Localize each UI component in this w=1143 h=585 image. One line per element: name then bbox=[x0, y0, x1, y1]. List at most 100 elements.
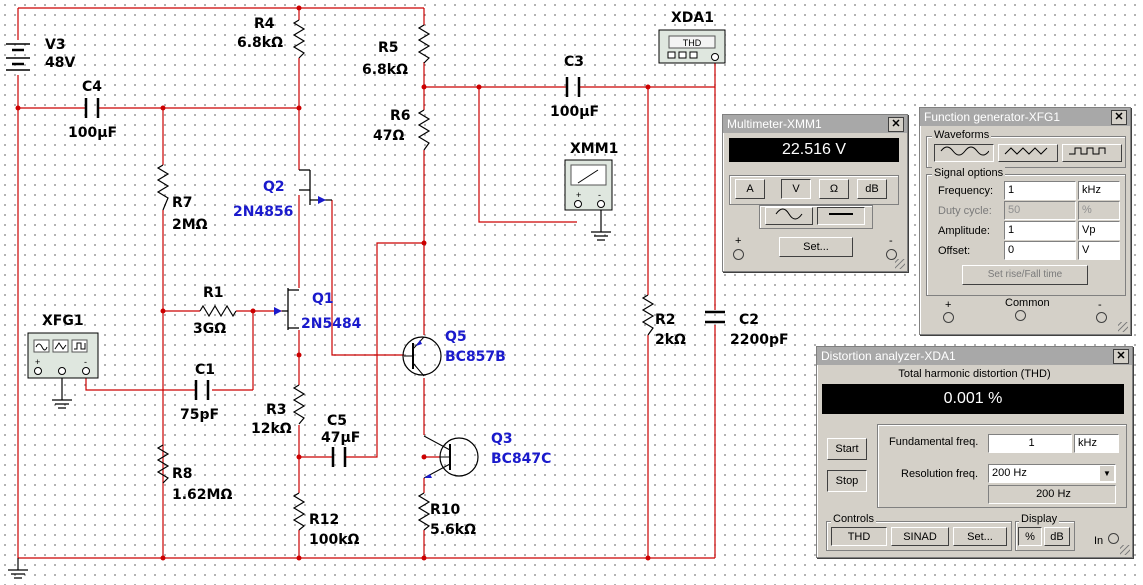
function-generator-window[interactable]: Function generator-XFG1 ✕ Waveforms Sign… bbox=[919, 107, 1131, 335]
sine-wave-icon bbox=[775, 208, 803, 220]
input-terminal[interactable] bbox=[1108, 533, 1119, 544]
distortion-title-bar[interactable]: Distortion analyzer-XDA1 ✕ bbox=[817, 347, 1132, 365]
resize-grip-icon[interactable] bbox=[1118, 322, 1128, 332]
xmm1-instrument[interactable]: +- bbox=[564, 159, 613, 211]
resistor-r3 bbox=[292, 384, 306, 425]
triangle-wave-button[interactable] bbox=[998, 144, 1058, 162]
label-q3-ref: Q3 bbox=[491, 431, 513, 447]
svg-text:+: + bbox=[576, 190, 581, 200]
resistor-r12 bbox=[292, 492, 306, 531]
label-q5-value: BC857B bbox=[445, 349, 506, 365]
multimeter-minus-label: - bbox=[889, 235, 893, 247]
label-q1-ref: Q1 bbox=[312, 291, 334, 307]
start-button[interactable]: Start bbox=[827, 438, 867, 460]
set-rise-fall-button[interactable]: Set rise/Fall time bbox=[962, 265, 1088, 285]
label-q3-value: BC847C bbox=[491, 451, 551, 467]
label-r4-value: 6.8kΩ bbox=[237, 35, 283, 51]
offset-input[interactable]: 0 bbox=[1004, 241, 1076, 260]
label-q5-ref: Q5 bbox=[445, 329, 467, 345]
resistor-r2 bbox=[641, 294, 655, 336]
resize-grip-icon[interactable] bbox=[895, 259, 905, 269]
label-r6-ref: R6 bbox=[390, 108, 411, 124]
amplitude-input[interactable]: 1 bbox=[1004, 221, 1076, 240]
db-button[interactable]: dB bbox=[1044, 527, 1070, 546]
frequency-label: Frequency: bbox=[938, 185, 994, 197]
mode-button-v[interactable]: V bbox=[781, 179, 811, 199]
resolution-freq-select[interactable]: 200 Hz ▼ bbox=[988, 464, 1116, 483]
label-c2-value: 2200pF bbox=[730, 332, 789, 348]
square-wave-button[interactable] bbox=[1062, 144, 1122, 162]
label-r3-ref: R3 bbox=[266, 402, 287, 418]
multimeter-plus-terminal[interactable] bbox=[733, 249, 744, 260]
distortion-close-button[interactable]: ✕ bbox=[1113, 349, 1129, 364]
frequency-input[interactable]: 1 bbox=[1004, 181, 1076, 200]
label-r5-ref: R5 bbox=[378, 40, 399, 56]
multimeter-minus-terminal[interactable] bbox=[886, 249, 897, 260]
amplitude-unit[interactable]: Vp bbox=[1078, 221, 1120, 240]
label-c2-ref: C2 bbox=[739, 312, 759, 328]
multimeter-window[interactable]: Multimeter-XMM1 ✕ 22.516 V A V Ω dB Set.… bbox=[722, 114, 908, 272]
funcgen-plus-terminal[interactable] bbox=[943, 312, 954, 323]
resistor-r4 bbox=[292, 19, 306, 59]
resize-grip-icon[interactable] bbox=[1120, 545, 1130, 555]
xda1-instrument[interactable]: THD bbox=[658, 29, 726, 64]
funcgen-plus-label: + bbox=[945, 299, 952, 311]
label-r6-value: 47Ω bbox=[373, 128, 404, 144]
funcgen-common-terminal[interactable] bbox=[1015, 310, 1026, 321]
label-c3-value: 100µF bbox=[550, 104, 599, 120]
capacitor-c4 bbox=[84, 98, 100, 118]
label-xda1: XDA1 bbox=[671, 10, 714, 26]
wires bbox=[17, 7, 716, 559]
bjt-q3 bbox=[423, 435, 479, 479]
resistor-r6 bbox=[417, 109, 431, 151]
distortion-analyzer-window[interactable]: Distortion analyzer-XDA1 ✕ Total harmoni… bbox=[816, 346, 1133, 558]
controls-group bbox=[826, 521, 1012, 551]
sinad-button[interactable]: SINAD bbox=[891, 527, 949, 546]
fundamental-freq-unit[interactable]: kHz bbox=[1074, 434, 1119, 453]
multimeter-close-button[interactable]: ✕ bbox=[888, 117, 904, 132]
funcgen-minus-terminal[interactable] bbox=[1096, 312, 1107, 323]
thd-button[interactable]: THD bbox=[831, 527, 887, 546]
mode-button-ohm[interactable]: Ω bbox=[819, 179, 849, 199]
frequency-unit[interactable]: kHz bbox=[1078, 181, 1120, 200]
stop-button[interactable]: Stop bbox=[827, 470, 867, 492]
duty-cycle-input[interactable]: 50 bbox=[1004, 201, 1076, 220]
ac-button[interactable] bbox=[765, 207, 813, 225]
label-r7-value: 2MΩ bbox=[172, 217, 208, 233]
label-v3-value: 48V bbox=[45, 55, 75, 71]
fundamental-freq-input[interactable]: 1 bbox=[988, 434, 1072, 453]
funcgen-close-button[interactable]: ✕ bbox=[1111, 110, 1127, 125]
multimeter-set-button[interactable]: Set... bbox=[779, 237, 853, 257]
multimeter-plus-label: + bbox=[735, 235, 742, 247]
capacitor-c5 bbox=[331, 447, 347, 467]
capacitor-c2 bbox=[705, 310, 725, 324]
frequency-settings-group bbox=[877, 424, 1127, 508]
offset-unit[interactable]: V bbox=[1078, 241, 1120, 260]
offset-label: Offset: bbox=[938, 245, 971, 257]
multimeter-title-bar[interactable]: Multimeter-XMM1 ✕ bbox=[723, 115, 907, 133]
fundamental-freq-label: Fundamental freq. bbox=[889, 436, 979, 448]
percent-button[interactable]: % bbox=[1018, 527, 1042, 546]
label-c4-ref: C4 bbox=[82, 79, 102, 95]
jfet-q2 bbox=[299, 169, 332, 205]
ground-symbols bbox=[8, 210, 611, 579]
duty-cycle-unit[interactable]: % bbox=[1078, 201, 1120, 220]
dc-button[interactable] bbox=[817, 207, 865, 225]
funcgen-common-label: Common bbox=[1005, 297, 1050, 309]
junction-dots bbox=[15, 5, 651, 561]
mode-button-db[interactable]: dB bbox=[857, 179, 887, 199]
distortion-set-button[interactable]: Set... bbox=[953, 527, 1007, 546]
funcgen-title-bar[interactable]: Function generator-XFG1 ✕ bbox=[920, 108, 1130, 126]
label-r7-ref: R7 bbox=[172, 195, 193, 211]
xda1-face-label: THD bbox=[683, 38, 702, 48]
label-r8-ref: R8 bbox=[172, 466, 193, 482]
sine-wave-button[interactable] bbox=[934, 144, 994, 162]
label-r10-ref: R10 bbox=[430, 502, 461, 518]
chevron-down-icon[interactable]: ▼ bbox=[1100, 466, 1114, 481]
capacitor-c1 bbox=[194, 380, 210, 400]
svg-text:-: - bbox=[598, 190, 601, 200]
xfg1-instrument[interactable]: +- bbox=[27, 332, 99, 379]
mode-button-a[interactable]: A bbox=[735, 179, 765, 199]
resistor-r1 bbox=[199, 304, 237, 318]
